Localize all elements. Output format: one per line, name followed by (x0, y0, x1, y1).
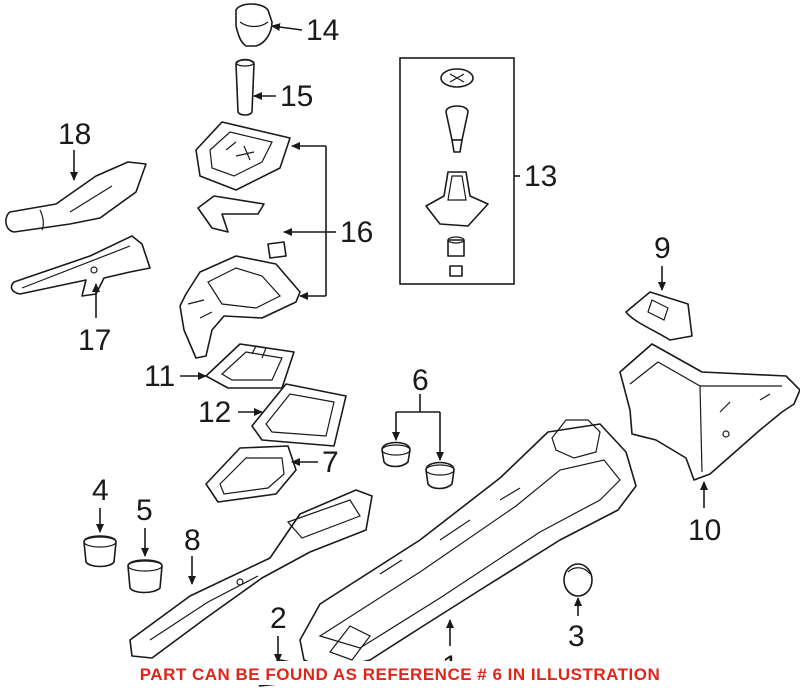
callout-14: 14 (306, 14, 339, 47)
callout-7: 7 (322, 446, 339, 479)
part-12-trim-ring (251, 383, 347, 447)
part-18-handbrake-grip (5, 161, 147, 233)
part-3-cap (563, 563, 593, 597)
footer-backdrop (110, 661, 694, 685)
callout-15: 15 (280, 80, 313, 113)
part-1-center-console (299, 419, 637, 671)
callout-10: 10 (688, 514, 721, 547)
callout-16: 16 (340, 216, 373, 249)
callout-2: 2 (270, 602, 287, 635)
part-16-console-cover (179, 255, 301, 359)
callout-12: 12 (198, 396, 231, 429)
part-4-plug (83, 535, 117, 568)
callout-3: 3 (568, 620, 585, 653)
callout-11: 11 (144, 360, 175, 393)
part-14-shift-knob (235, 3, 273, 47)
part-8-side-trim (129, 489, 373, 659)
part-9-pad (625, 291, 693, 341)
callout-18: 18 (58, 118, 91, 151)
callout-4: 4 (92, 474, 109, 507)
callout-13: 13 (524, 160, 557, 193)
footer-note: PART CAN BE FOUND AS REFERENCE # 6 IN IL… (140, 665, 661, 684)
part-6-cup-inserts (381, 441, 455, 490)
callout-6: 6 (412, 364, 429, 397)
part-16-shift-gate (195, 121, 291, 191)
leader-lines (70, 23, 708, 663)
part-10-rear-panel (619, 343, 800, 481)
callout-8: 8 (184, 524, 201, 557)
callout-labels: 14 15 13 16 18 17 11 12 7 6 4 5 8 2 1 3 … (58, 14, 721, 683)
part-16-clip (197, 195, 287, 259)
part-15-knob-sleeve (235, 58, 255, 116)
callout-5: 5 (136, 494, 153, 527)
part-11-boot-bezel (205, 343, 295, 389)
part-17-handbrake-lever (10, 235, 151, 297)
callout-9: 9 (654, 232, 671, 265)
part-7-console-insert (205, 445, 297, 503)
part-5-plug (127, 559, 163, 594)
part-13-shift-kit (399, 57, 515, 285)
callout-17: 17 (78, 324, 111, 357)
